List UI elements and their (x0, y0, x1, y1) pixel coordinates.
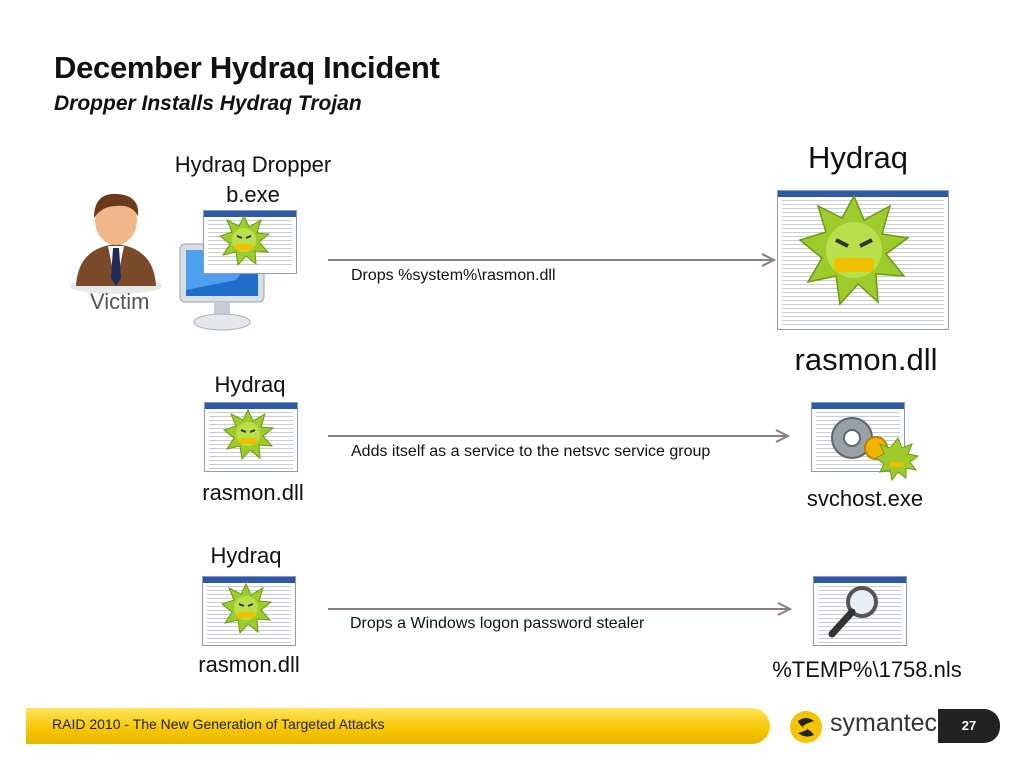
symantec-logo-icon (790, 711, 822, 743)
footer-bar (26, 708, 770, 744)
target-file-step-1: rasmon.dll (794, 342, 938, 377)
virus-icon-large (798, 194, 910, 306)
virus-icon (218, 214, 270, 266)
virus-icon (220, 582, 272, 634)
arrow-step-1 (328, 253, 777, 267)
target-file-step-3: %TEMP%\1758.nls (772, 657, 962, 682)
source-file-step-2: rasmon.dll (202, 480, 304, 505)
virus-icon (222, 408, 274, 460)
source-file-step-3: rasmon.dll (198, 652, 300, 677)
magnifier-icon (828, 586, 878, 638)
gear-icon (831, 417, 920, 482)
action-step-1: Drops %system%\rasmon.dll (351, 267, 556, 284)
action-step-3: Drops a Windows logon password stealer (350, 615, 645, 632)
page-number: 27 (938, 709, 1000, 743)
target-file-step-2: svchost.exe (806, 486, 924, 511)
slide-subtitle: Dropper Installs Hydraq Trojan (54, 92, 362, 115)
source-name-step-3: Hydraq (210, 543, 282, 568)
symantec-logo: symantec. (830, 709, 944, 737)
action-step-2: Adds itself as a service to the netsvc s… (351, 443, 711, 460)
arrow-step-2 (328, 429, 791, 443)
victim-label: Victim (90, 289, 150, 314)
user-icon (70, 193, 162, 294)
arrow-step-3 (328, 602, 793, 616)
dropper-file: b.exe (226, 182, 280, 207)
dropper-name: Hydraq Dropper (174, 152, 332, 177)
slide-title: December Hydraq Incident (54, 50, 440, 85)
footer-text: RAID 2010 - The New Generation of Target… (52, 716, 385, 732)
source-name-step-2: Hydraq (214, 372, 286, 397)
target-name-step-1: Hydraq (808, 140, 908, 175)
